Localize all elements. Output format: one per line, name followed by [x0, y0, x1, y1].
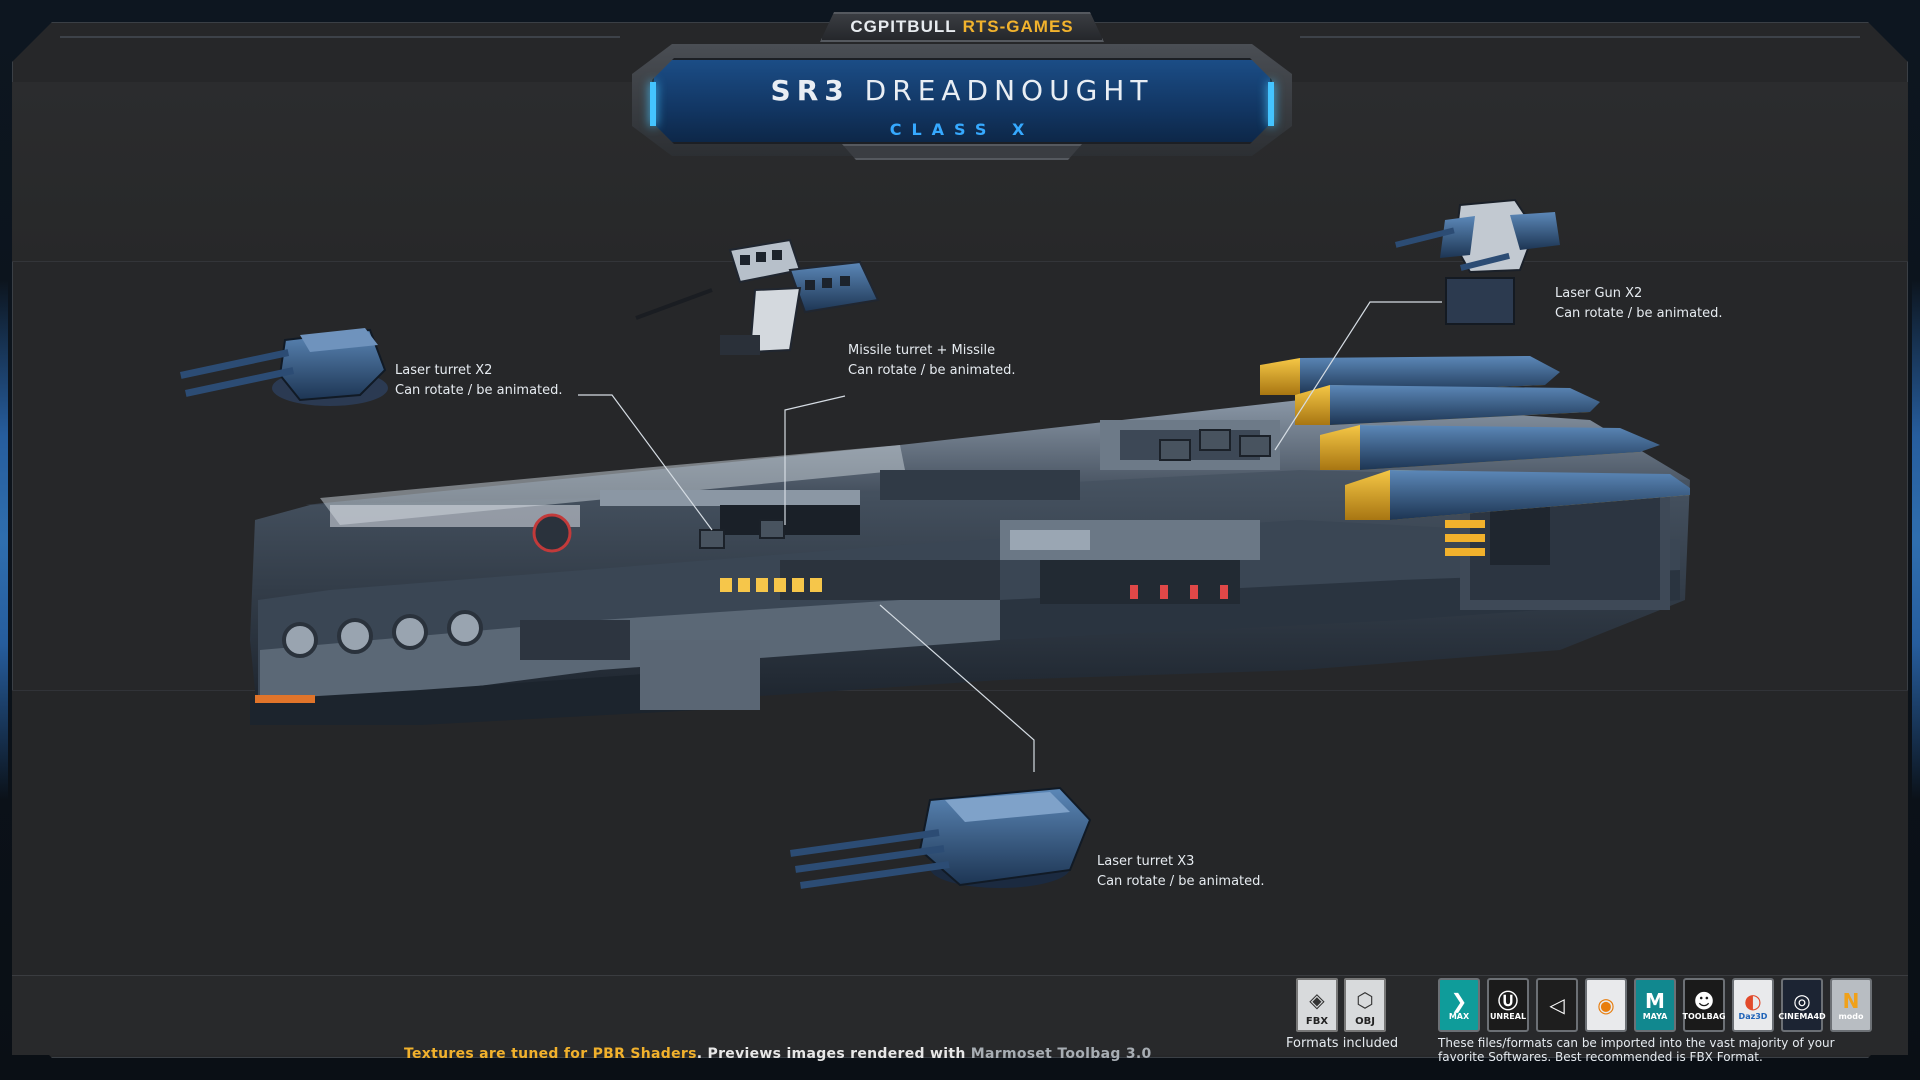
callout-title: Laser turret X2: [395, 363, 493, 378]
callout-note: Can rotate / be animated.: [848, 363, 1016, 378]
formats-caption: Formats included: [1286, 1036, 1399, 1051]
software-caption: These files/formats can be imported into…: [1438, 1036, 1835, 1064]
leader-laser-turret-x3: [879, 604, 1035, 772]
footer-credits: Textures are tuned for PBR Shaders. Prev…: [404, 1046, 1152, 1062]
callout-title: Laser Gun X2: [1555, 286, 1643, 301]
title-glow-right: [1268, 82, 1274, 126]
callout-missile-turret: Missile turret + Missile Can rotate / be…: [848, 341, 1016, 381]
callout-title: Missile turret + Missile: [848, 343, 996, 358]
right-edge-glow: [1912, 280, 1920, 800]
missile-turret-model: [635, 238, 880, 355]
title-model-code: SR3: [770, 74, 850, 107]
laser-gun-x2-model: [1395, 198, 1560, 325]
page-title: SR3 DREADNOUGHT: [652, 74, 1272, 107]
obj-file-icon: ⬡ OBJ: [1344, 978, 1386, 1032]
callout-laser-gun-x2: Laser Gun X2 Can rotate / be animated.: [1555, 284, 1723, 324]
3dsmax-icon: ❯MAX: [1438, 978, 1480, 1032]
callout-note: Can rotate / be animated.: [395, 383, 563, 398]
title-glow-left: [650, 82, 656, 126]
callout-note: Can rotate / be animated.: [1097, 874, 1265, 889]
blender-icon: ◉: [1585, 978, 1627, 1032]
leader-missile-turret: [784, 395, 846, 525]
hull-turrets: [699, 429, 1271, 549]
fbx-file-icon: ◈ FBX: [1296, 978, 1338, 1032]
cinema4d-icon: ◎CINEMA4D: [1778, 978, 1826, 1032]
brand-secondary: RTS-GAMES: [962, 17, 1074, 36]
ship-hull: [250, 400, 1690, 725]
leader-laser-gun-x2: [1274, 301, 1442, 451]
ship-engines: [1260, 356, 1690, 520]
title-model-name: DREADNOUGHT: [864, 74, 1154, 107]
top-left-trim: [60, 36, 620, 38]
leader-laser-turret-x2: [578, 394, 713, 531]
format-icons: ◈ FBX ⬡ OBJ: [1296, 978, 1386, 1032]
callout-leader-lines: [578, 301, 1442, 772]
callout-note: Can rotate / be animated.: [1555, 306, 1723, 321]
footer-shaders-note: Textures are tuned for PBR Shaders: [404, 1046, 697, 1062]
laser-turret-x3-model: [790, 786, 1092, 889]
footer-previews-text: . Previews images rendered with: [696, 1046, 971, 1062]
callout-laser-turret-x3: Laser turret X3 Can rotate / be animated…: [1097, 852, 1265, 892]
top-right-trim: [1300, 36, 1860, 38]
left-edge-glow: [0, 280, 8, 800]
daz3d-icon: ◐Daz3D: [1732, 978, 1774, 1032]
laser-turret-x2-model: [180, 328, 388, 406]
footer-renderer: Marmoset Toolbag 3.0: [970, 1046, 1152, 1062]
marmoset-icon: ☻TOOLBAG: [1683, 978, 1726, 1032]
unity-icon: ◁: [1536, 978, 1578, 1032]
title-plate: CGPITBULL RTS-GAMES SR3 DREADNOUGHT CLAS…: [632, 12, 1292, 162]
page-subtitle: CLASS X: [889, 120, 1035, 139]
callout-title: Laser turret X3: [1097, 854, 1195, 869]
brand-primary: CGPITBULL: [850, 17, 957, 36]
title-plate-inner: [652, 58, 1272, 144]
callout-laser-turret-x2: Laser turret X2 Can rotate / be animated…: [395, 361, 563, 401]
